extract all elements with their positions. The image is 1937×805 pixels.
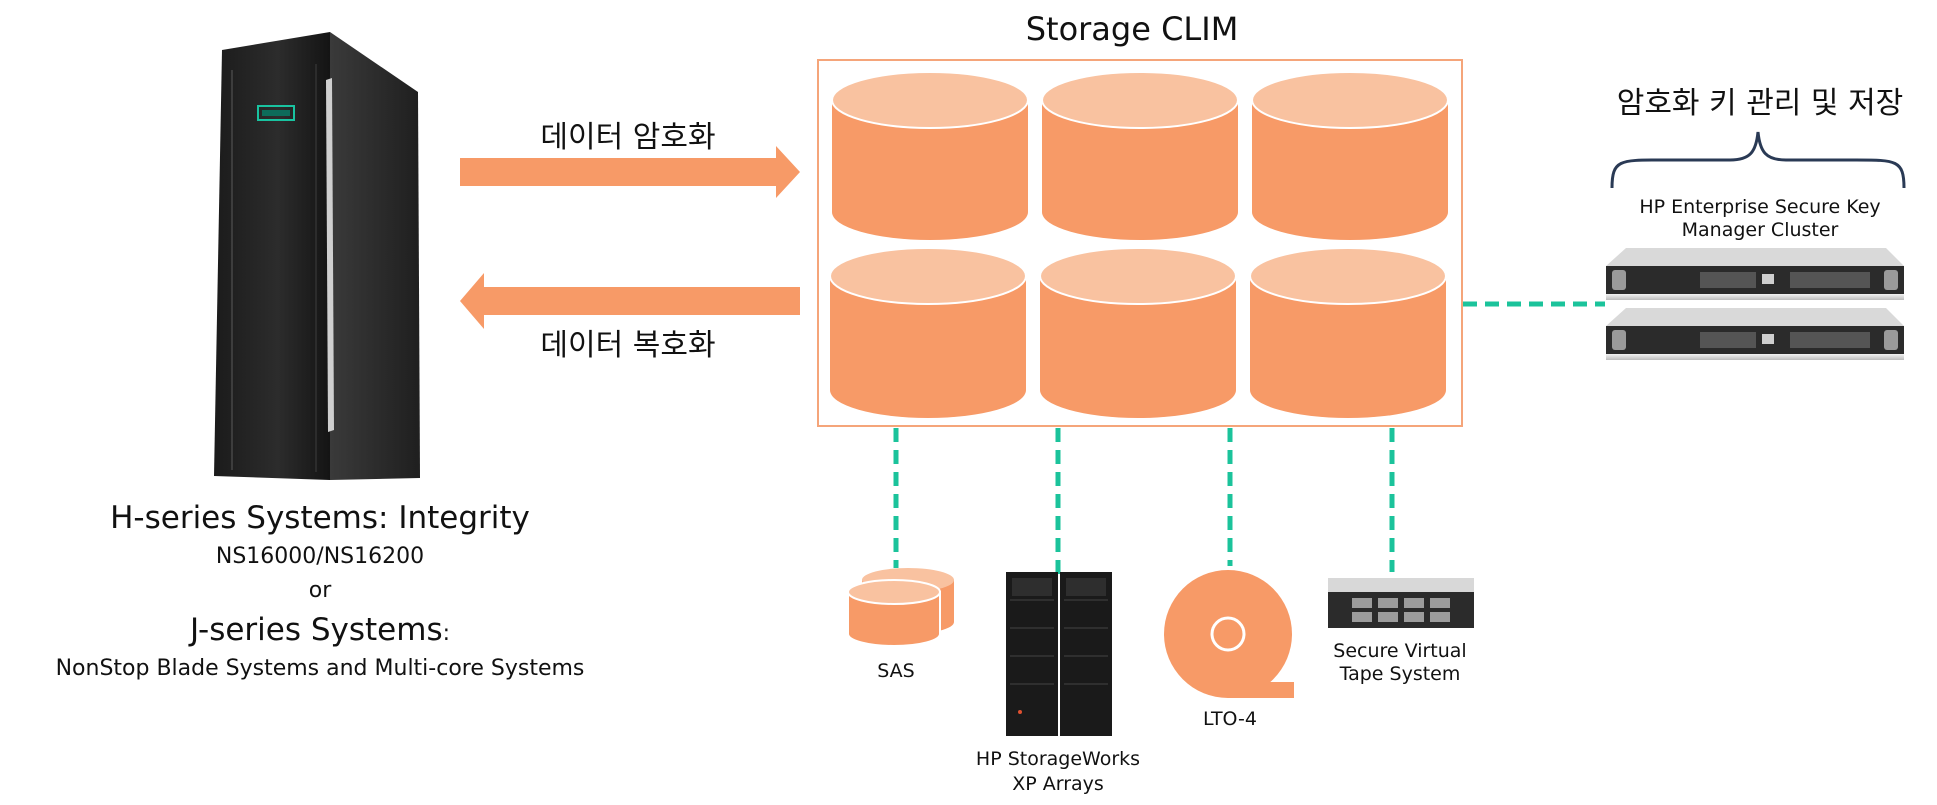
lto-label: LTO-4 <box>1202 708 1257 730</box>
decrypt-arrow <box>460 273 800 329</box>
key-manager-line1: HP Enterprise Secure Key <box>1639 196 1881 218</box>
vts-label-line2: Tape System <box>1339 663 1461 685</box>
decrypt-label: 데이터 복호화 <box>540 328 716 363</box>
encrypt-label: 데이터 암호화 <box>540 120 716 155</box>
server-line2: NS16000/NS16200 <box>215 544 425 569</box>
key-manager-line2: Manager Cluster <box>1681 219 1839 241</box>
curly-brace <box>1610 131 1906 189</box>
server-tower-icon <box>214 32 420 480</box>
storage-cylinders <box>829 71 1449 418</box>
lto-tape-icon <box>1164 570 1294 698</box>
vts-label-line1: Secure Virtual <box>1333 640 1467 662</box>
server-line5: NonStop Blade Systems and Multi-core Sys… <box>55 656 585 681</box>
server-line4-wrap: J-series Systems: <box>60 612 580 648</box>
xp-array-rack-icon <box>1006 572 1112 736</box>
sas-disk-icon <box>847 568 954 647</box>
server-line3: or <box>308 578 332 603</box>
rack-server-icon <box>1606 248 1904 300</box>
disk-cylinder-icon <box>1041 71 1239 240</box>
disk-cylinder-icon <box>831 71 1029 240</box>
disk-cylinder-icon <box>1251 71 1449 240</box>
disk-cylinder-icon <box>1039 247 1237 418</box>
server-line1: H-series Systems: Integrity <box>110 500 530 536</box>
server-line4-suffix: : <box>442 621 451 646</box>
server-line4: J-series Systems <box>189 612 443 648</box>
key-manager-heading: 암호화 키 관리 및 저장 <box>1616 86 1904 121</box>
disk-cylinder-icon <box>829 247 1027 418</box>
dashed-connectors <box>893 301 1605 578</box>
sas-label: SAS <box>877 660 915 682</box>
disk-cylinder-icon <box>1249 247 1447 418</box>
rack-server-icon <box>1606 308 1904 360</box>
storage-clim-box <box>817 59 1463 427</box>
virtual-tape-system-icon <box>1328 578 1474 628</box>
storage-clim-title: Storage CLIM <box>1025 10 1239 48</box>
encrypt-arrow <box>460 146 800 198</box>
xp-label-line2: XP Arrays <box>1012 773 1104 795</box>
xp-label-line1: HP StorageWorks <box>975 748 1141 770</box>
